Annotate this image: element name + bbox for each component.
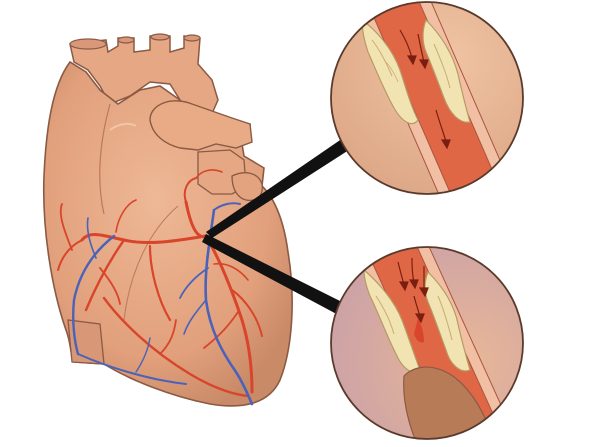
coronary-arteries [57,169,263,398]
leader-bottom [202,234,350,318]
plaque-bottom-right [424,270,471,372]
cardiac-veins [72,202,254,406]
callout-bottom [330,246,524,440]
heart-body [42,60,293,407]
flow-arrows-top [399,29,451,150]
plaque-bottom-left [363,268,421,373]
callout-top [330,1,524,195]
heart [42,33,293,407]
clot [403,366,487,439]
leader-top [206,136,352,238]
callout-leaders [202,136,352,318]
pulmonary-trunk [149,100,253,151]
flow-arrows-bottom [397,257,429,324]
